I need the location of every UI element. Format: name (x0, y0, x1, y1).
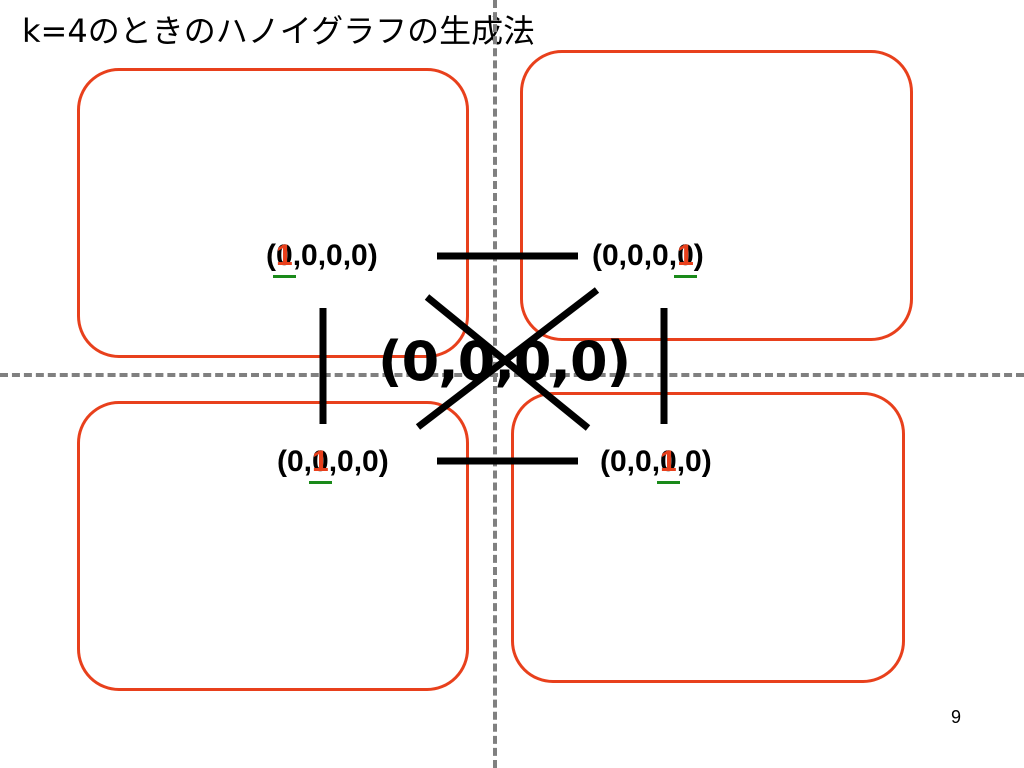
node-suffix: ) (693, 239, 704, 272)
node-digit-ghost: 0 (276, 239, 293, 272)
node-suffix: ,0) (676, 445, 712, 478)
digit-underline (273, 275, 296, 278)
node-digit-ghost: 0 (660, 445, 677, 478)
node-prefix: (0, (277, 445, 313, 478)
horizontal-divider (0, 373, 1024, 377)
quadrant-top-left (77, 68, 469, 358)
node-prefix: (0,0,0, (592, 239, 678, 272)
vertical-divider (493, 0, 497, 768)
quadrant-top-right (520, 50, 913, 341)
quadrant-bottom-left (77, 401, 469, 691)
node-prefix: ( (266, 239, 276, 272)
node-suffix: ,0,0,0) (292, 239, 378, 272)
quadrant-bottom-right (511, 392, 905, 683)
node-digit-ghost: 0 (312, 445, 329, 478)
node-prefix: (0,0, (600, 445, 661, 478)
node-digit-ghost: 0 (677, 239, 694, 272)
node-digit-highlight: 1 (660, 445, 677, 478)
slide-title: k=4のときのハノイグラフの生成法 (22, 12, 536, 50)
digit-underline (309, 481, 332, 484)
node-suffix: ,0,0) (328, 445, 389, 478)
digit-underline (674, 275, 697, 278)
node-digit-highlight: 1 (677, 239, 694, 272)
node-digit-highlight: 1 (312, 445, 329, 478)
page-number: 9 (951, 707, 962, 727)
digit-underline (657, 481, 680, 484)
edge-diagonal-b (415, 287, 600, 430)
node-digit-highlight: 1 (276, 239, 293, 272)
